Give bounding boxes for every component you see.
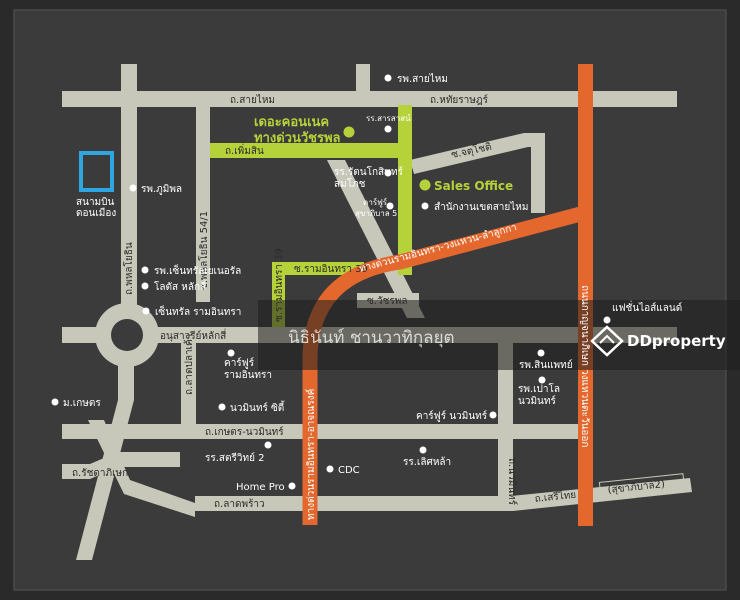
road-serithai — [511, 478, 692, 511]
label-road-ramintra-39: ซ.รามอินทรา 39 — [294, 264, 368, 275]
sukhaphiban-2-box — [598, 473, 686, 499]
road-kaset-nawamin — [62, 424, 582, 439]
marker-saimai-hospital — [384, 74, 392, 82]
road-watcharaphon-diag — [327, 160, 425, 318]
road-saimai — [62, 91, 677, 107]
place-markers — [51, 74, 611, 490]
label-expressway-kanchanaphisek: ถนนกาญจนาภิเษก วงแหวนตะวันออก — [579, 285, 590, 447]
label-road-hathairat: ถ.หทัยราษฎร์ — [430, 94, 489, 106]
marker-project — [343, 126, 355, 138]
label-road-phahonyothin: ถ.พหลโยธิน — [122, 242, 135, 295]
label-project-name-1: เดอะคอนเนค — [254, 115, 329, 130]
road-chatuchot-v — [531, 133, 545, 213]
label-road-ratchada: ถ.รัชดาภิเษก — [72, 468, 128, 479]
label-road-anusawari: อนุสาวรีย์หลักสี่ — [160, 328, 226, 342]
label-road-lat-phrao: ถ.ลาดพร้าว — [214, 498, 265, 510]
label-paolo-1: รพ.เปาโล — [518, 382, 560, 395]
label-carrefour-sukhaphiban-2: สุขาภิบาล 5 — [355, 209, 397, 218]
label-carrefour-sukhaphiban-1: คาร์ฟูร์ — [363, 197, 388, 208]
label-road-saimai: ถ.สายไหม — [230, 94, 275, 106]
label-carrefour-nawamin: คาร์ฟูร์ นวมินทร์ — [416, 410, 488, 422]
marker-lotus-laksi — [141, 282, 149, 290]
label-rattanakosin-2: สมโภช — [334, 177, 366, 190]
road-soi-541 — [196, 107, 210, 302]
road-chatuchot-diag — [410, 133, 545, 174]
road-ratchada-curve — [88, 420, 195, 517]
label-lertla: รร.เลิศหล้า — [403, 456, 451, 468]
marker-carrefour-sukhaphiban — [386, 202, 394, 210]
watermark-band — [258, 300, 740, 370]
marker-carrefour-nawamin — [489, 411, 497, 419]
label-satriwit: รร.สตรีวิทย์ 2 — [205, 452, 265, 464]
road-phoemsin — [210, 143, 410, 158]
label-lotus-laksi: โลตัส หลักสี่ — [154, 279, 206, 293]
marker-lertla — [419, 446, 427, 454]
marker-saimai-district — [421, 202, 429, 210]
watermark-agent-name: นิธินันท์ ชานวาทิกุลยุต — [288, 328, 455, 348]
label-bhumibol: รพ.ภูมิพล — [141, 184, 182, 195]
marker-satriwit — [264, 441, 272, 449]
label-kasetsart: ม.เกษตร — [63, 398, 101, 409]
label-road-nawamin: ถ.นวมินทร์ — [506, 458, 518, 506]
marker-carrefour-ramintra — [227, 349, 235, 357]
marker-cdc — [326, 465, 334, 473]
label-central-ramintra: เซ็นทรัล รามอินทรา — [155, 304, 241, 318]
label-saimai-hospital: รพ.สายไหม — [397, 73, 448, 85]
marker-rattanakosin — [384, 169, 392, 177]
label-road-kaset-nawamin: ถ.เกษตร-นวมินทร์ — [205, 426, 284, 438]
marker-bhumibol — [129, 184, 137, 192]
highlight-roads — [210, 105, 412, 327]
ddproperty-logo-roof — [599, 334, 615, 344]
road-network — [62, 64, 692, 560]
marker-sales-office — [419, 179, 431, 191]
ddproperty-logo: DDproperty — [590, 325, 726, 357]
label-airport-1: สนามบิน — [76, 197, 114, 208]
label-road-soi-541: ซ.พหลโยธิน 54/1 — [197, 211, 210, 290]
expressway-kanchanaphisek — [578, 64, 593, 526]
label-sinphaet: รพ.สินแพทย์ — [519, 359, 573, 371]
marker-kasetsart — [51, 398, 59, 406]
label-paolo-2: นวมินทร์ — [518, 395, 556, 407]
label-carrefour-ramintra-1: คาร์ฟูร์ — [224, 357, 255, 369]
label-central-laksi: รพ.เซ็นทรัลเยเนอรัล — [154, 263, 241, 277]
label-road-lat-pla-khao: ถ.ลาดปลาเค้า — [183, 334, 195, 395]
label-road-ramintra-39-v: ซ.รามอินทรา 39 — [274, 248, 285, 322]
road-lat-phrao — [195, 496, 511, 511]
label-project-name-2: ทางด่วนวัชรพล — [254, 131, 341, 146]
label-nawamin-city: นวมินทร์ ซิตี้ — [230, 400, 285, 414]
marker-sinphaet — [537, 349, 545, 357]
airport-icon — [79, 151, 114, 192]
roundabout-center — [111, 319, 143, 351]
ddproperty-logo-icon — [590, 325, 624, 357]
label-carrefour-ramintra-2: รามอินทรา — [224, 370, 272, 381]
marker-nawamin-city — [218, 403, 226, 411]
marker-sarasas — [384, 125, 392, 133]
label-home-pro: Home Pro — [236, 482, 285, 493]
label-expressway-atnarong: ทางด่วนรามอินทรา-อาจณรงค์ — [305, 389, 317, 520]
marker-home-pro — [288, 482, 296, 490]
road-upper-vertical — [356, 64, 370, 94]
label-rattanakosin-1: รร.รัตนโกสินทร์ — [334, 165, 404, 178]
marker-central-ramintra — [142, 307, 150, 315]
label-sarasas: รร.สารสาสน์ — [366, 113, 411, 123]
road-nawamin — [498, 343, 513, 511]
road-project-access — [398, 105, 412, 275]
road-ramintra-39-h — [272, 262, 364, 275]
road-southwest — [76, 360, 134, 560]
label-saimai-district: สำนักงานเขตสายไหม — [434, 201, 528, 213]
label-road-watcharaphon: ซ.วัชรพล — [367, 296, 407, 307]
label-road-serithai: ถ.เสรีไทย — [534, 489, 577, 505]
road-lat-pla-khao — [181, 343, 196, 425]
ddproperty-logo-text: DDproperty — [627, 332, 726, 350]
road-phahonyothin — [121, 64, 137, 326]
marker-central-laksi — [141, 266, 149, 274]
marker-fashion-island — [603, 316, 611, 324]
marker-paolo — [538, 376, 546, 384]
label-cdc: CDC — [338, 465, 360, 476]
label-road-phoemsin: ถ.เพิ่มสิน — [225, 143, 264, 157]
label-sales-office: Sales Office — [434, 179, 513, 193]
label-fashion-island: แฟชั่นไอส์แลนด์ — [612, 300, 682, 314]
label-airport-2: ดอนเมือง — [76, 207, 116, 219]
